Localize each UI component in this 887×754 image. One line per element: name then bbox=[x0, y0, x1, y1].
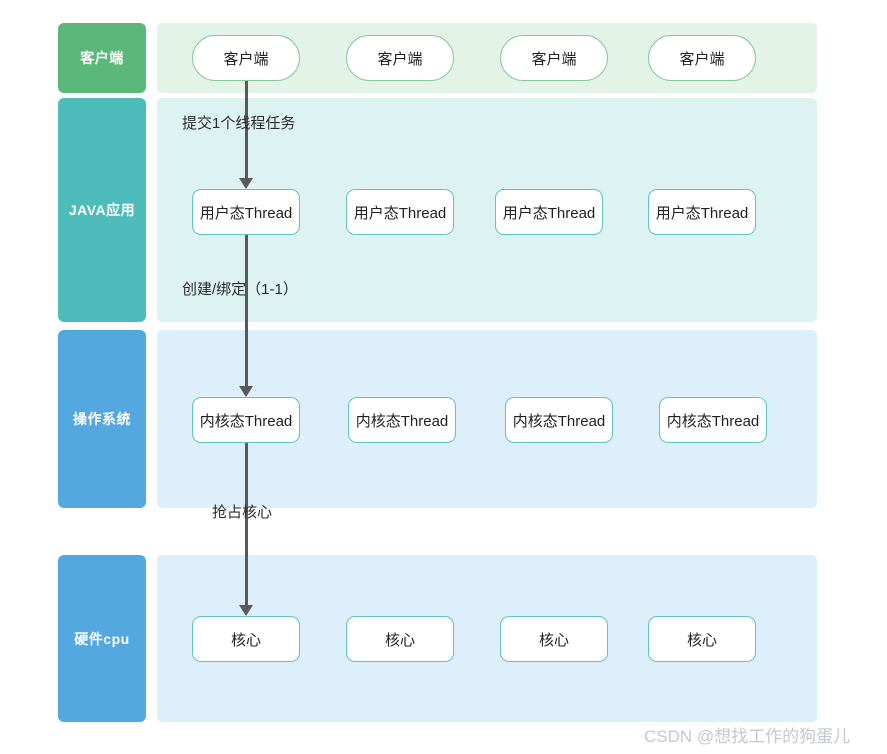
layer-label-os: 操作系统 bbox=[58, 330, 146, 508]
edge-label-submit-task: 提交1个线程任务 bbox=[182, 115, 296, 132]
layer-label-os-text: 操作系统 bbox=[73, 411, 131, 427]
node-user-thread-4-label: 用户态Thread bbox=[655, 204, 749, 222]
layer-label-client: 客户端 bbox=[58, 23, 146, 93]
node-kernel-thread-1-label: 内核态Thread bbox=[199, 412, 293, 430]
csdn-watermark: CSDN @想找工作的狗蛋儿 bbox=[644, 727, 851, 746]
connector-kernel-thread-to-core bbox=[245, 443, 248, 608]
connector-client-to-user-thread bbox=[245, 81, 248, 181]
node-core-2-label: 核心 bbox=[384, 631, 415, 649]
layer-label-cpu: 硬件cpu bbox=[58, 555, 146, 722]
node-kernel-thread-4[interactable]: 内核态Thread bbox=[659, 397, 767, 443]
node-kernel-thread-3[interactable]: 内核态Thread bbox=[505, 397, 613, 443]
node-user-thread-2-label: 用户态Thread bbox=[353, 204, 447, 222]
node-user-thread-2[interactable]: 用户态Thread bbox=[346, 189, 454, 235]
edge-label-create-bind: 创建/绑定（1-1） bbox=[182, 281, 298, 298]
node-user-thread-3[interactable]: 用户态Thread bbox=[495, 189, 603, 235]
node-core-1[interactable]: 核心 bbox=[192, 616, 300, 662]
arrowhead-user-thread bbox=[239, 178, 253, 189]
node-user-thread-3-label: 用户态Thread bbox=[502, 204, 596, 222]
node-kernel-thread-2[interactable]: 内核态Thread bbox=[348, 397, 456, 443]
arrowhead-core bbox=[239, 605, 253, 616]
layer-label-cpu-text: 硬件cpu bbox=[74, 630, 130, 647]
node-core-2[interactable]: 核心 bbox=[346, 616, 454, 662]
node-kernel-thread-2-label: 内核态Thread bbox=[355, 412, 449, 430]
node-kernel-thread-4-label: 内核态Thread bbox=[666, 412, 760, 430]
node-client-1[interactable]: 客户端 bbox=[192, 35, 300, 81]
node-kernel-thread-1[interactable]: 内核态Thread bbox=[192, 397, 300, 443]
node-kernel-thread-3-label: 内核态Thread bbox=[512, 412, 606, 430]
node-client-4[interactable]: 客户端 bbox=[648, 35, 756, 81]
connector-user-thread-to-kernel-thread bbox=[245, 235, 248, 389]
edge-label-preempt-core: 抢占核心 bbox=[212, 504, 273, 521]
node-user-thread-1[interactable]: 用户态Thread bbox=[192, 189, 300, 235]
node-client-3-label: 客户端 bbox=[531, 50, 577, 68]
node-core-4[interactable]: 核心 bbox=[648, 616, 756, 662]
node-core-3[interactable]: 核心 bbox=[500, 616, 608, 662]
layer-label-java: JAVA应用 bbox=[58, 98, 146, 322]
node-core-4-label: 核心 bbox=[686, 631, 717, 649]
node-client-2[interactable]: 客户端 bbox=[346, 35, 454, 81]
node-user-thread-4[interactable]: 用户态Thread bbox=[648, 189, 756, 235]
layer-label-client-text: 客户端 bbox=[80, 50, 124, 66]
node-client-1-label: 客户端 bbox=[223, 50, 269, 68]
arrowhead-kernel-thread bbox=[239, 386, 253, 397]
node-client-4-label: 客户端 bbox=[679, 50, 725, 68]
node-core-1-label: 核心 bbox=[230, 631, 261, 649]
node-client-2-label: 客户端 bbox=[377, 50, 423, 68]
node-client-3[interactable]: 客户端 bbox=[500, 35, 608, 81]
node-user-thread-1-label: 用户态Thread bbox=[199, 204, 293, 222]
layer-label-java-text: JAVA应用 bbox=[68, 202, 136, 218]
node-core-3-label: 核心 bbox=[538, 631, 569, 649]
